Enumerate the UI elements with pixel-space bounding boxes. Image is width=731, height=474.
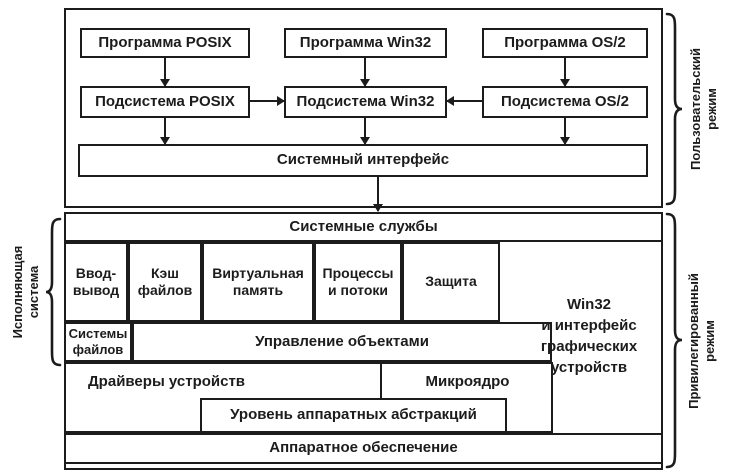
kernel-mode-brace-icon (665, 212, 683, 469)
kernel-mode-side-label: Привилегированный режим (686, 273, 717, 409)
arrow-subsystem-posix-down (160, 118, 170, 145)
user-mode-brace-icon (665, 12, 683, 206)
arrow-program-win32-down (360, 58, 370, 87)
executive-box-virtual-memory: Виртуальная память (202, 242, 314, 322)
arrow-interface-to-kernel (373, 177, 383, 212)
executive-box-file-cache: Кэш файлов (128, 242, 202, 322)
arrow-subsystem-os2-down (560, 118, 570, 145)
executive-box-processes-threads: Процессы и потоки (314, 242, 402, 322)
arrow-os2-to-win32 (446, 96, 482, 106)
file-systems-box: Системы файлов (64, 322, 132, 362)
system-services-bar: Системные службы (64, 212, 663, 242)
subsystem-os2-box: Подсистема OS/2 (482, 86, 648, 118)
microkernel-label: Микроядро (425, 373, 510, 390)
device-drivers-label: Драйверы устройств (88, 373, 246, 390)
program-win32-box: Программа Win32 (284, 28, 447, 58)
arrow-program-os2-down (560, 58, 570, 87)
hal-box: Уровень аппаратных абстракций (200, 398, 507, 433)
object-manager-box: Управление объектами (132, 322, 552, 362)
program-posix-box: Программа POSIX (80, 28, 250, 58)
drivers-microkernel-divider (380, 362, 382, 402)
program-os2-box: Программа OS/2 (482, 28, 648, 58)
arrow-subsystem-win32-down (360, 118, 370, 145)
executive-system-side-label: Исполняющая система (10, 245, 41, 339)
user-mode-side-label: Пользовательский режим (688, 48, 719, 170)
executive-system-brace-icon (45, 217, 62, 367)
subsystem-win32-box: Подсистема Win32 (284, 86, 447, 118)
system-interface-bar: Системный интерфейс (78, 144, 648, 177)
win32-gdi-label: Win32 и интерфейс графических устройств (540, 296, 638, 376)
executive-box-security: Защита (402, 242, 500, 322)
arrow-posix-to-win32 (250, 96, 285, 106)
executive-box-io: Ввод- вывод (64, 242, 128, 322)
subsystem-posix-box: Подсистема POSIX (80, 86, 250, 118)
hardware-bar: Аппаратное обеспечение (64, 433, 663, 464)
arrow-program-posix-down (160, 58, 170, 87)
